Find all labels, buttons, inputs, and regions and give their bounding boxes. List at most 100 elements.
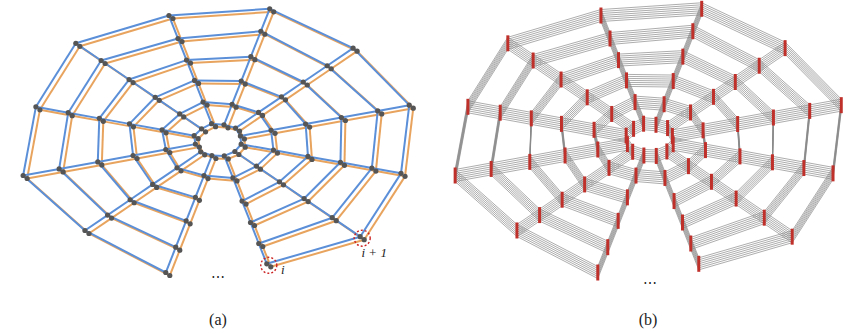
orange-edge	[103, 83, 133, 122]
vertex-dot	[306, 199, 311, 204]
vertex-tick	[631, 144, 634, 160]
bundle-line	[736, 197, 764, 216]
bundle-line	[699, 243, 792, 270]
bundle-line	[627, 80, 674, 82]
bundle-line	[491, 175, 539, 221]
bundle-line	[656, 155, 667, 159]
bundle-line	[508, 49, 533, 66]
bundle-line	[711, 162, 740, 187]
bundle-line	[699, 233, 792, 260]
bundle-line	[693, 33, 759, 68]
bundle-line	[533, 65, 561, 84]
blue-edge	[98, 155, 133, 161]
bundle-line	[673, 83, 713, 99]
blue-edge	[129, 60, 186, 79]
bundle-line	[785, 54, 841, 111]
bundle-line	[735, 88, 773, 124]
bundle-line	[644, 130, 656, 131]
bundle-line	[610, 25, 693, 32]
bundle-line	[644, 124, 656, 125]
blue-edge	[162, 114, 180, 130]
bundle-line	[585, 186, 628, 199]
bundle-line	[702, 5, 785, 44]
bundle-line	[711, 186, 736, 203]
orange-edge	[63, 165, 102, 172]
bundle-line	[674, 184, 711, 203]
vertex-dot	[309, 157, 314, 162]
blue-edge	[281, 82, 303, 97]
blue-edge	[99, 80, 129, 119]
orange-edge	[283, 159, 312, 184]
orange-edge	[40, 46, 80, 109]
orange-edge	[271, 240, 364, 267]
vertex-dot	[275, 151, 280, 156]
bundle-line	[735, 82, 773, 118]
subfigure-label: (a)	[207, 311, 229, 329]
bundle-line	[664, 106, 690, 114]
bundle-line	[601, 13, 702, 20]
blue-edge	[372, 111, 378, 168]
bundle-line	[619, 57, 683, 60]
bundle-line	[530, 160, 562, 198]
blue-edge	[251, 199, 305, 223]
bundle-line	[491, 173, 539, 219]
bundle-line	[500, 65, 533, 117]
vertex-dot	[305, 82, 310, 87]
bundle-line	[683, 51, 735, 76]
vertex-dot	[271, 9, 276, 14]
bundle-line	[619, 63, 683, 66]
vertex-tick	[538, 207, 541, 223]
bundle-line	[644, 149, 656, 150]
bundle-line	[792, 179, 833, 242]
orange-edge	[102, 165, 134, 203]
vertex-dot	[242, 136, 247, 141]
vertex-dot	[37, 107, 42, 112]
blue-edge	[186, 197, 195, 220]
bundle-line	[804, 174, 833, 179]
blue-edge	[176, 221, 186, 247]
blue-edge	[204, 156, 212, 176]
subfigure-label: (b)	[637, 311, 660, 329]
vertex-tick	[710, 174, 713, 190]
vertex-dot	[77, 44, 82, 49]
vertex-dot	[213, 124, 218, 129]
blue-edge	[259, 218, 332, 244]
bundle-line	[627, 76, 674, 78]
vertex-dot	[181, 114, 186, 119]
bundle-line	[561, 84, 587, 102]
bundle-line	[702, 3, 785, 42]
bundle-line	[736, 203, 764, 222]
vertex-tick	[689, 236, 692, 252]
bundle-line	[764, 170, 804, 220]
bundle-line	[508, 16, 601, 44]
bundle-line	[491, 165, 539, 211]
blue-edge	[303, 66, 327, 82]
vertex-tick	[655, 148, 658, 164]
bundle-line	[517, 217, 540, 232]
orange-edge	[105, 42, 182, 64]
bundle-line	[674, 188, 711, 207]
bundle-line	[627, 86, 674, 88]
blue-edge	[360, 173, 401, 236]
bundle-line	[508, 18, 601, 46]
bundle-line	[468, 41, 508, 104]
vertex-tick	[532, 53, 535, 69]
bundle-line	[711, 158, 740, 183]
bundle-line	[633, 158, 644, 162]
bundle-line	[491, 156, 530, 163]
vertex-tick	[672, 73, 675, 89]
bundle-line	[517, 219, 540, 234]
blue-edge	[155, 97, 179, 114]
bundle-line	[644, 151, 656, 152]
bundle-line	[792, 177, 833, 240]
bundle-line	[674, 178, 711, 197]
bundle-line	[455, 176, 517, 231]
bundle-line	[517, 234, 598, 276]
blue-edge	[327, 66, 378, 111]
blue-edge	[256, 150, 273, 166]
bundle-line	[500, 57, 533, 109]
vertex-tick	[599, 8, 602, 24]
orange-edge	[308, 165, 344, 201]
web-b	[455, 1, 841, 281]
vertex-tick	[528, 154, 531, 170]
